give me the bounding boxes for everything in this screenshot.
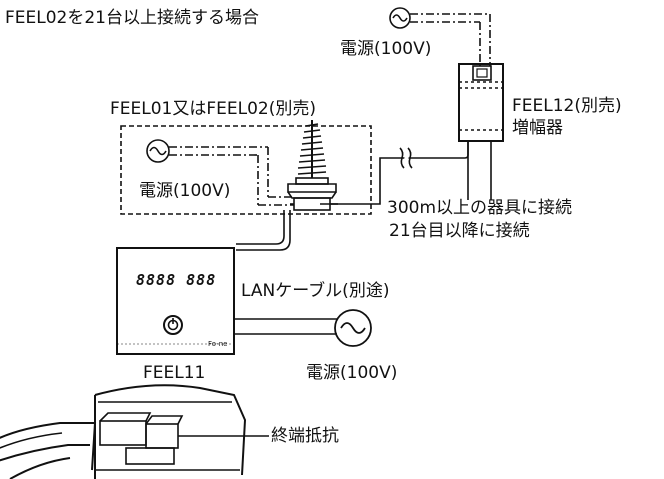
controller-box — [116, 247, 235, 355]
power-cable-unit — [169, 146, 294, 206]
amplifier-type-label: 増幅器 — [512, 118, 563, 138]
note-line-2: 21台目以降に接続 — [389, 221, 530, 241]
controller-power-cable — [234, 318, 337, 335]
sensor-unit-enclosure — [120, 125, 372, 215]
controller-brand: Fo-ne — [208, 340, 228, 348]
amplifier-model-label: FEEL12(別売) — [512, 96, 622, 116]
power-outlet-controller-icon — [334, 309, 372, 347]
unit-to-controller-cable — [236, 210, 291, 251]
power-cable-top — [410, 13, 491, 66]
diagram-title: FEEL02を21台以上接続する場合 — [5, 8, 259, 28]
amplifier-box — [458, 63, 504, 142]
power-outlet-unit-icon — [146, 139, 170, 163]
power-label-unit: 電源(100V) — [137, 181, 233, 202]
controller-model-label: FEEL11 — [143, 363, 206, 383]
sensor-device-icon — [287, 120, 338, 211]
power-label-controller: 電源(100V) — [306, 363, 398, 383]
controller-display: 8888 888 — [136, 271, 217, 289]
terminator-label: 終端抵抗 — [271, 426, 339, 446]
power-label-top: 電源(100V) — [340, 39, 432, 59]
sensor-unit-label: FEEL01又はFEEL02(別売) — [110, 99, 316, 119]
power-outlet-top-icon — [389, 7, 411, 29]
note-line-1: 300m以上の器具に接続 — [387, 198, 573, 218]
terminator-illustration — [0, 384, 247, 479]
lan-cable-label: LANケーブル(別途) — [241, 281, 390, 301]
amplifier-signal-cable — [320, 141, 492, 205]
